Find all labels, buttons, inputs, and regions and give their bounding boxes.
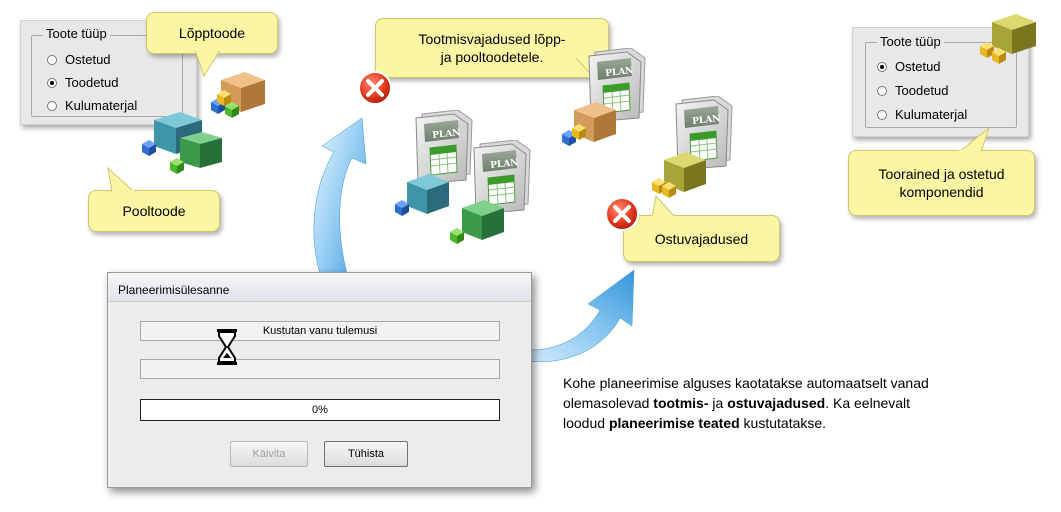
callout-final-product: Lõpptoode (146, 12, 278, 54)
description-line1: Kohe planeerimise alguses kaotatakse aut… (563, 375, 929, 391)
left-radio-toodetud[interactable]: Toodetud (47, 75, 119, 90)
bold-span: ostuvajadused (727, 395, 826, 411)
left-radio-ostetud[interactable]: Ostetud (47, 52, 111, 67)
callout-pointer (958, 126, 991, 152)
dialog-title: Planeerimisülesanne (108, 273, 531, 302)
error-icon (358, 71, 392, 105)
secondary-progress-bar (140, 359, 500, 379)
right-radio-kulumaterjal[interactable]: Kulumaterjal (877, 107, 967, 122)
left-radio-kulumaterjal[interactable]: Kulumaterjal (47, 98, 137, 113)
cube-box-icon (395, 174, 449, 216)
callout-production-needs: Tootmisvajadused lõpp- ja pooltoodetele. (375, 18, 609, 78)
callout-text-line1: Tootmisvajadused lõpp- (418, 31, 566, 47)
radio-icon (877, 61, 887, 72)
description-line2: olemasolevad tootmis- ja ostuvajadused. … (563, 393, 1033, 413)
callout-pointer (107, 166, 135, 192)
callout-pointer (651, 194, 677, 218)
radio-label: Kulumaterjal (65, 98, 138, 113)
hourglass-icon (217, 329, 237, 365)
radio-label: Toodetud (895, 83, 949, 98)
curved-arrow-icon (313, 117, 367, 301)
callout-text: Pooltoode (122, 203, 186, 219)
callout-pointer (194, 50, 221, 78)
radio-label: Ostetud (895, 59, 941, 74)
text-span: olemasolevad (563, 395, 654, 411)
bold-span: tootmis- (653, 395, 709, 411)
radio-icon (47, 100, 57, 111)
start-button[interactable]: Käivita (230, 441, 308, 467)
callout-text-line2: ja pooltoodetele. (440, 49, 544, 65)
progress-text: 0% (312, 404, 328, 416)
curved-arrow-icon (489, 269, 635, 362)
status-progress-bar: Kustutan vanu tulemusi (140, 321, 500, 341)
callout-text: Ostuvajadused (654, 230, 749, 247)
right-radio-ostetud[interactable]: Ostetud (877, 59, 941, 74)
text-span: kustutatakse. (739, 415, 827, 431)
status-text: Kustutan vanu tulemusi (262, 325, 378, 337)
description-text: Kohe planeerimise alguses kaotatakse aut… (563, 373, 1033, 433)
left-group-title: Toote tüüp (43, 27, 110, 41)
cancel-button[interactable]: Tühista (324, 441, 408, 467)
text-span: loodud (563, 415, 609, 431)
bold-span: planeerimise teated (608, 415, 740, 431)
planning-task-dialog: Planeerimisülesanne Kustutan vanu tulemu… (107, 272, 532, 488)
radio-icon (47, 54, 57, 65)
percent-progress-bar: 0% (140, 399, 500, 421)
cube-box-icon (980, 14, 1036, 64)
text-span: ja (708, 395, 728, 411)
radio-label: Kulumaterjal (895, 107, 968, 122)
cube-box-icon (450, 200, 504, 244)
cube-box-icon (562, 102, 616, 146)
callout-text: Lõpptoode (178, 25, 246, 41)
radio-label: Ostetud (65, 52, 111, 67)
error-icon (605, 197, 639, 231)
callout-raw-materials: Toorained ja ostetud komponendid (848, 150, 1035, 216)
callout-semi-product: Pooltoode (88, 190, 220, 232)
callout-purchase-needs: Ostuvajadused (623, 215, 780, 262)
callout-text-line2: komponendid (899, 184, 984, 200)
cube-box-icon (211, 72, 265, 118)
cube-box-icon (652, 152, 706, 198)
right-radio-toodetud[interactable]: Toodetud (877, 83, 949, 98)
radio-label: Toodetud (65, 75, 119, 90)
radio-icon (877, 85, 887, 96)
right-group-title: Toote tüüp (877, 35, 944, 49)
radio-icon (877, 109, 887, 120)
text-span: . Ka eelnevalt (825, 395, 911, 411)
description-line3: loodud planeerimise teated kustutatakse. (563, 413, 1033, 433)
callout-text-line1: Toorained ja ostetud (878, 166, 1005, 182)
cube-box-icon (142, 112, 222, 174)
radio-icon (47, 77, 57, 88)
